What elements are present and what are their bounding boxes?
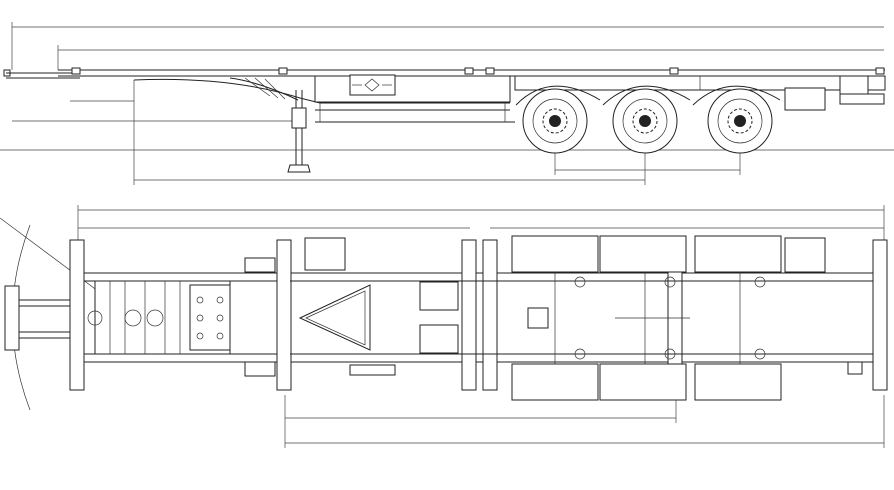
top-frame [4,235,888,401]
top-view [0,205,888,448]
dim-overall-length [11,22,884,70]
side-wheels [522,88,773,154]
side-chassis [3,67,886,173]
side-view [0,22,894,185]
dim-platform-length [57,45,884,70]
dim-frame-length [77,205,885,240]
dim-axle-spacing [554,150,741,185]
wheel-2 [612,88,678,154]
dim-kingpin-rear [285,395,885,448]
wheel-3 [707,88,773,154]
dim-gooseneck-length [133,80,300,185]
wheel-1 [522,88,588,154]
dim-twistlock-bottom [284,395,677,448]
